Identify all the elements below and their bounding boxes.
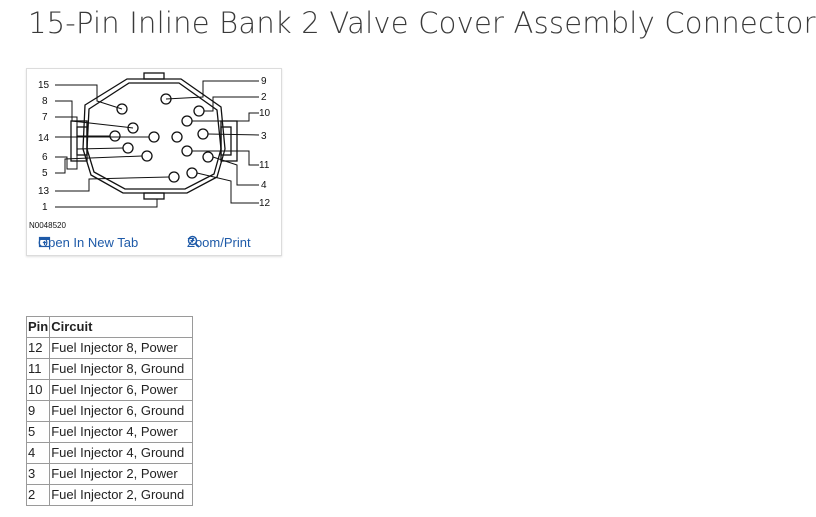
zoom-icon — [187, 235, 200, 248]
connector-body-inner — [86, 82, 222, 190]
leader-line — [55, 176, 170, 192]
table-row: 9 Fuel Injector 6, Ground — [25, 400, 194, 422]
pin-cell: 5 — [25, 421, 51, 443]
connector-key-bottom — [143, 192, 165, 200]
pin-socket — [197, 128, 209, 140]
connector-key-top — [143, 72, 165, 80]
circuit-cell: Fuel Injector 8, Ground — [49, 358, 194, 380]
pin-cell: 2 — [25, 484, 51, 506]
pin-label: 14 — [38, 133, 50, 144]
pin-cell: 4 — [25, 442, 51, 464]
pin-cell: 10 — [25, 379, 51, 401]
pin-socket — [116, 103, 128, 115]
table-row: 5 Fuel Injector 4, Power — [25, 421, 194, 443]
circuit-cell: Fuel Injector 4, Ground — [49, 442, 194, 464]
pin-label: 13 — [38, 186, 50, 197]
zoom-print-label: Zoom/Print — [187, 235, 251, 250]
pin-cell: 9 — [25, 400, 51, 422]
pin-label: 2 — [261, 92, 267, 103]
pin-socket — [202, 151, 214, 163]
page-title: 15-Pin Inline Bank 2 Valve Cover Assembl… — [28, 6, 816, 40]
pin-circuit-table: Pin Circuit 12 Fuel Injector 8, Power 11… — [25, 316, 194, 506]
connector-diagram: 15 8 7 14 6 5 13 1 9 2 10 3 11 4 12 — [38, 72, 271, 213]
pin-socket — [122, 142, 134, 154]
pin-socket — [181, 145, 193, 157]
pin-socket — [181, 115, 193, 127]
table-row: 2 Fuel Injector 2, Ground — [25, 484, 194, 506]
zoom-print-link[interactable]: Zoom/Print — [187, 235, 251, 250]
column-header-pin: Pin — [25, 316, 51, 338]
leader-line — [207, 133, 260, 136]
circuit-cell: Fuel Injector 8, Power — [49, 337, 194, 359]
pin-label: 7 — [42, 112, 48, 123]
leader-line — [55, 116, 110, 137]
open-new-tab-icon — [38, 236, 51, 248]
leader-line — [55, 199, 158, 208]
leader-line — [192, 112, 259, 122]
pin-socket — [168, 171, 180, 183]
pin-socket — [109, 130, 121, 142]
pin-label: 6 — [42, 152, 48, 163]
leader-line — [212, 156, 259, 186]
leader-line — [165, 80, 259, 100]
circuit-cell: Fuel Injector 6, Power — [49, 379, 194, 401]
circuit-cell: Fuel Injector 2, Power — [49, 463, 194, 485]
pin-cell: 12 — [25, 337, 51, 359]
leader-line — [204, 96, 259, 112]
column-header-circuit: Circuit — [49, 316, 194, 338]
pin-socket — [193, 105, 205, 117]
leader-line — [55, 147, 124, 170]
connector-latch-right-inner — [220, 126, 232, 156]
pin-label: 3 — [261, 131, 267, 142]
figure-actions: Open In New Tab Zoom/Print — [27, 232, 281, 254]
open-in-new-tab-link[interactable]: Open In New Tab — [38, 235, 138, 250]
table-row: 12 Fuel Injector 8, Power — [25, 337, 194, 359]
figure-id: N0048520 — [29, 221, 66, 230]
pin-cell: 3 — [25, 463, 51, 485]
pin-label: 4 — [261, 180, 267, 191]
open-in-new-tab-label: Open In New Tab — [38, 235, 139, 250]
pin-label: 5 — [42, 168, 48, 179]
circuit-cell: Fuel Injector 6, Ground — [49, 400, 194, 422]
pin-label: 9 — [261, 76, 267, 87]
leader-line — [55, 84, 123, 110]
table-row: 3 Fuel Injector 2, Power — [25, 463, 194, 485]
table-row: 4 Fuel Injector 4, Ground — [25, 442, 194, 464]
pin-socket — [141, 150, 153, 162]
pin-label: 11 — [259, 160, 270, 171]
leader-line — [55, 155, 143, 174]
pin-label: 10 — [259, 108, 271, 119]
table-row: 11 Fuel Injector 8, Ground — [25, 358, 194, 380]
table-row: 10 Fuel Injector 6, Power — [25, 379, 194, 401]
circuit-cell: Fuel Injector 4, Power — [49, 421, 194, 443]
pin-label: 1 — [42, 202, 48, 213]
pin-socket — [127, 122, 139, 134]
pin-label: 15 — [38, 80, 50, 91]
pin-label: 12 — [259, 198, 271, 209]
pin-socket — [171, 131, 183, 143]
leader-line — [55, 100, 134, 129]
pin-socket — [186, 167, 198, 179]
leader-line — [192, 150, 259, 166]
circuit-cell: Fuel Injector 2, Ground — [49, 484, 194, 506]
leader-line — [196, 172, 259, 204]
connector-latch-left-inner — [76, 126, 88, 156]
pin-label: 8 — [42, 96, 48, 107]
pin-socket — [148, 131, 160, 143]
connector-figure-card: 15 8 7 14 6 5 13 1 9 2 10 3 11 4 12 N004… — [26, 68, 282, 256]
pin-cell: 11 — [25, 358, 51, 380]
table-header-row: Pin Circuit — [25, 316, 194, 338]
